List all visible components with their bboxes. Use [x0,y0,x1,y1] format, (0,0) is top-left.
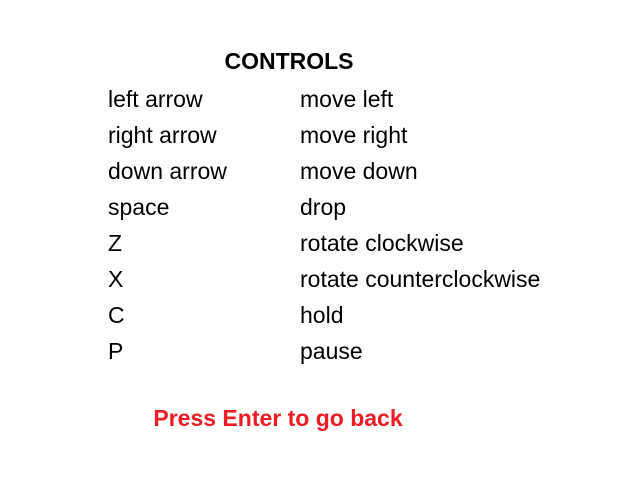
controls-title: CONTROLS [224,48,354,74]
control-key: down arrow [108,158,227,184]
control-row-z: Z rotate clockwise [108,227,628,263]
control-row-right-arrow: right arrow move right [108,119,628,155]
control-action: rotate clockwise [300,230,464,256]
control-action: pause [300,338,363,364]
control-key: C [108,302,125,328]
control-row-space: space drop [108,191,628,227]
control-row-left-arrow: left arrow move left [108,83,628,119]
control-key: right arrow [108,122,217,148]
control-key: space [108,194,170,220]
control-row-x: X rotate counterclockwise [108,263,628,299]
control-key: X [108,266,124,292]
back-hint: Press Enter to go back [153,405,403,431]
control-action: move right [300,122,408,148]
control-key: Z [108,230,123,256]
control-row-down-arrow: down arrow move down [108,155,628,191]
control-action: rotate counterclockwise [300,266,541,292]
controls-list: left arrow move left right arrow move ri… [108,83,628,371]
control-action: move left [300,86,394,112]
control-row-p: P pause [108,335,628,371]
control-row-c: C hold [108,299,628,335]
control-key: left arrow [108,86,203,112]
control-action: hold [300,302,344,328]
control-key: P [108,338,124,364]
control-action: drop [300,194,347,220]
control-action: move down [300,158,418,184]
